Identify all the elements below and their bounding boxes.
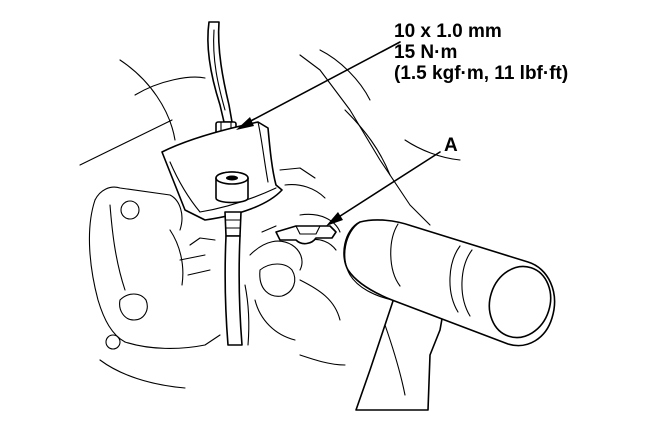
hose-joint xyxy=(215,171,249,204)
part-label-a: A xyxy=(444,135,458,156)
torque-spec-imperial: (1.5 kgf·m, 11 lbf·ft) xyxy=(394,63,569,84)
hose-bracket xyxy=(161,121,283,221)
leader-lines xyxy=(236,41,441,226)
lower-hose xyxy=(224,211,243,346)
housing-outline xyxy=(79,49,461,389)
retaining-clip xyxy=(275,225,337,245)
brake-hose xyxy=(207,21,233,123)
torque-spec-size: 10 x 1.0 mm xyxy=(394,21,502,42)
hammer-head xyxy=(343,219,556,347)
torque-spec-nm: 15 N·m xyxy=(394,42,458,63)
